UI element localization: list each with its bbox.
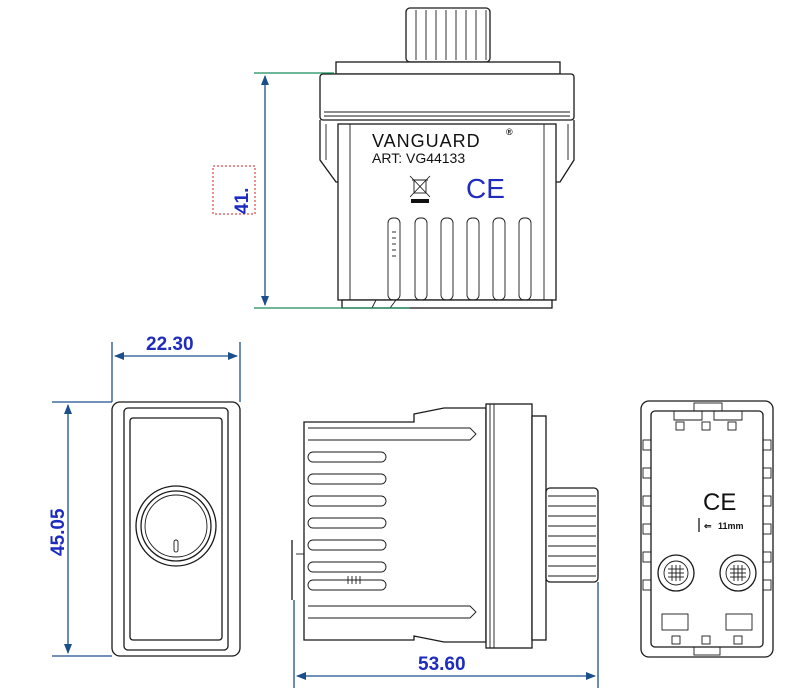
front-slots bbox=[387, 217, 532, 301]
registered-mark: ® bbox=[506, 127, 513, 137]
rear-view: CE ⇐ 11mm bbox=[640, 400, 774, 658]
side-view: 53.60 bbox=[291, 403, 599, 688]
ce-mark: CE bbox=[466, 173, 505, 204]
front-height-dimension: 41. bbox=[232, 188, 253, 214]
width-dimension: 22.30 bbox=[146, 334, 194, 355]
brand-name: VANGUARD bbox=[372, 131, 481, 151]
dimmer-knob-face bbox=[135, 485, 217, 567]
height-dimension: 45.05 bbox=[48, 508, 69, 556]
terminal-left bbox=[657, 554, 695, 592]
strip-length-label: 11mm bbox=[718, 521, 744, 531]
strip-length-arrow: ⇐ bbox=[704, 521, 712, 531]
side-fins bbox=[307, 427, 477, 619]
side-knob bbox=[545, 487, 599, 583]
rear-side-tabs bbox=[642, 439, 772, 591]
left-view: 22.30 45.05 bbox=[48, 334, 241, 657]
crossed-bin-icon bbox=[409, 175, 431, 203]
rear-ce-mark: CE bbox=[703, 489, 736, 516]
article-number: ART: VG44133 bbox=[372, 150, 465, 166]
front-view: VANGUARD ® ART: VG44133 CE bbox=[212, 7, 575, 309]
terminal-right bbox=[719, 554, 757, 592]
length-dimension: 53.60 bbox=[418, 654, 466, 675]
front-knob bbox=[405, 7, 491, 63]
